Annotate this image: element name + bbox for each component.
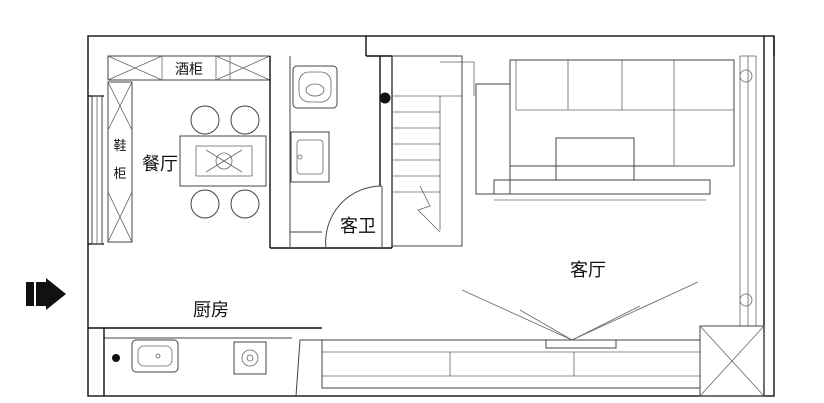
dining-table: [179, 135, 267, 187]
entrance-arrow-icon: [26, 278, 66, 310]
shoe-cabinet: [107, 81, 133, 243]
dining-room-label: 餐厅: [142, 154, 178, 175]
coffee-table: [555, 137, 635, 181]
wine-cabinet-label: 酒柜: [175, 62, 203, 78]
sofa: [475, 59, 735, 201]
side-plants: [739, 55, 757, 327]
kitchen-label: 厨房: [193, 300, 229, 321]
door-marker-icon: [379, 92, 391, 104]
outer-walls: [87, 35, 775, 397]
bathroom-sink: [290, 131, 330, 183]
tv-cabinet: [321, 339, 701, 389]
kitchen-door-marker-icon: [112, 354, 120, 362]
tv-view-lines: [461, 281, 699, 341]
shoe-cabinet-label-1: 鞋: [113, 138, 126, 154]
guest-bath-label: 客卫: [340, 216, 376, 237]
staircase: [391, 55, 475, 247]
corner-cabinet: [699, 325, 765, 397]
shoe-cabinet-label-2: 柜: [113, 167, 126, 182]
wine-cabinet: [107, 55, 271, 81]
kitchen-sink: [131, 339, 179, 373]
bathroom-door: [325, 185, 383, 249]
toilet: [292, 65, 338, 109]
living-room-label: 客厅: [570, 260, 606, 281]
left-window: [91, 95, 103, 245]
kitchen-counter: [88, 327, 322, 397]
stove: [233, 341, 267, 375]
dining-chairs: [190, 105, 260, 219]
